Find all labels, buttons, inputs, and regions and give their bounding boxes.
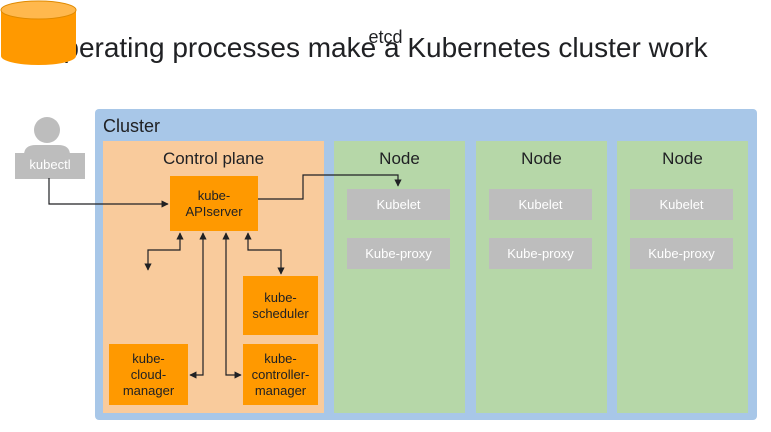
database-icon <box>0 0 77 65</box>
apiserver-etcd-arrow <box>144 232 184 271</box>
apiserver-cloud-manager-arrow <box>189 232 207 379</box>
kubectl-to-apiserver-arrow <box>48 178 169 208</box>
cluster-label: Cluster <box>103 116 161 136</box>
slide-title: Cooperating processes make a Kubernetes … <box>12 32 708 63</box>
kube-controller-manager-box: kube- controller- manager <box>243 344 318 405</box>
kube-proxy-box: Kube-proxy <box>630 238 733 269</box>
kube-scheduler-box: kube- scheduler <box>243 276 318 335</box>
node-panel: Node Kubelet Kube-proxy <box>476 141 607 413</box>
node-label: Node <box>662 149 703 168</box>
kube-cloud-manager-label: kube- cloud- manager <box>122 350 175 398</box>
apiserver-controller-manager-arrow <box>222 232 242 379</box>
person-icon <box>15 117 85 179</box>
apiserver-scheduler-arrow <box>244 232 285 275</box>
user-figure <box>10 115 90 180</box>
node-panel: Node Kubelet Kube-proxy <box>617 141 748 413</box>
kubelet-box: Kubelet <box>347 189 450 220</box>
kubectl-label: kubectl <box>29 156 71 172</box>
node-label: Node <box>521 149 562 168</box>
kube-apiserver-box: kube- APIserver <box>170 176 258 231</box>
kube-apiserver-label: kube- APIserver <box>185 187 243 219</box>
kube-controller-manager-label: kube- controller- manager <box>251 350 310 398</box>
apiserver-to-kubelet-arrow <box>258 174 402 200</box>
kubelet-box: Kubelet <box>489 189 592 220</box>
kube-cloud-manager-box: kube- cloud- manager <box>109 344 188 405</box>
etcd-label: etcd <box>368 27 403 47</box>
kube-scheduler-label: kube- scheduler <box>252 289 309 321</box>
node-label: Node <box>379 149 420 168</box>
control-plane-label: Control plane <box>162 149 265 168</box>
kube-proxy-box: Kube-proxy <box>489 238 592 269</box>
etcd-cylinder: etcd <box>0 0 403 66</box>
kubelet-box: Kubelet <box>630 189 733 220</box>
kube-proxy-box: Kube-proxy <box>347 238 450 269</box>
